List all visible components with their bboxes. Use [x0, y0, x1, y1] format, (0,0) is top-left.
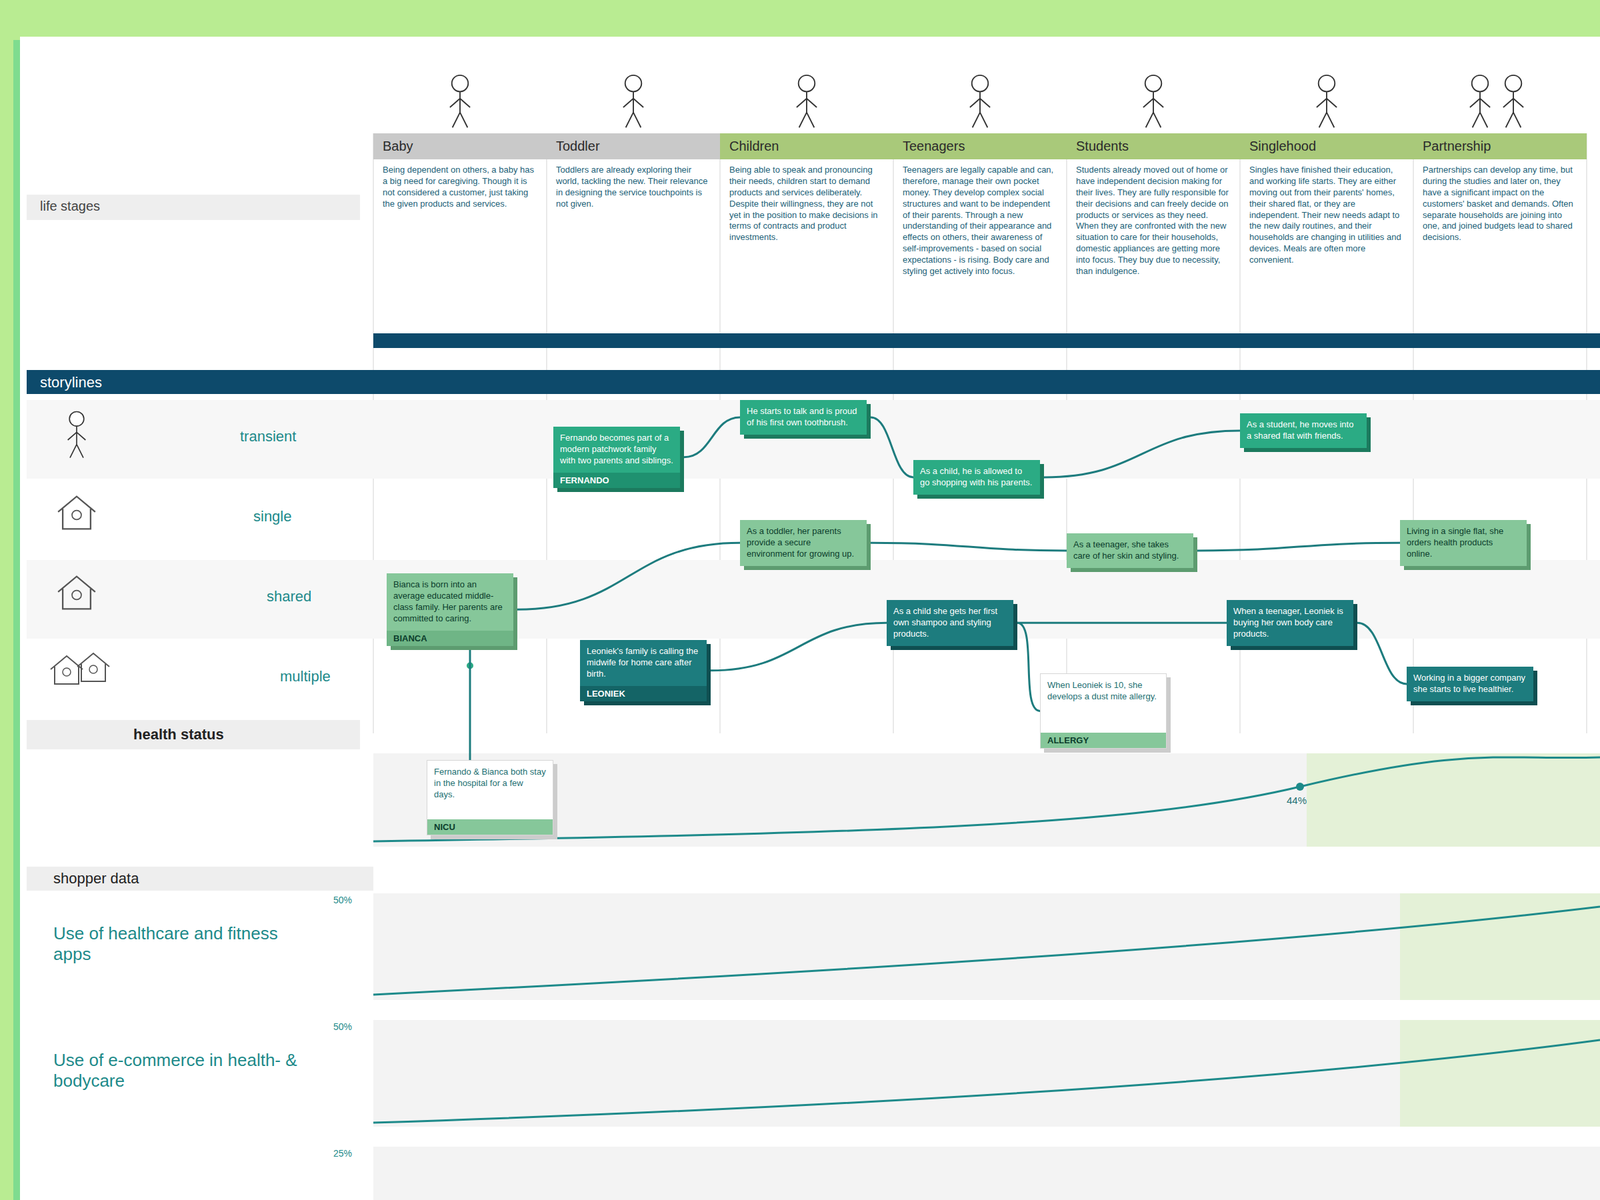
story-text: When Leoniek is 10, she develops a dust …	[1040, 674, 1166, 733]
label: health status	[133, 726, 224, 744]
chart-highlight	[1400, 1020, 1600, 1127]
stage-description: Students already moved out of home or ha…	[1066, 159, 1240, 283]
storyline-connector	[710, 622, 887, 671]
label: Use of e-commerce in health- & bodycare	[53, 1050, 320, 1092]
story-text: He starts to talk and is proud of his fi…	[740, 400, 867, 435]
story-text: Living in a single flat, she orders heal…	[1400, 520, 1527, 566]
chart-panel	[373, 1020, 1600, 1127]
label: single	[253, 508, 292, 526]
story-box: Fernando & Bianca both stay in the hospi…	[426, 760, 554, 836]
story-text: Leoniek's family is calling the midwife …	[580, 640, 707, 686]
story-box: As a child she gets her first own shampo…	[886, 600, 1014, 646]
story-box: As a teenager, she takes care of her ski…	[1066, 533, 1194, 568]
health-panel	[373, 753, 1600, 847]
data-point	[1296, 782, 1304, 791]
navy-band	[373, 333, 1600, 348]
story-box: As a child, he is allowed to go shopping…	[913, 460, 1040, 495]
storyline-connector	[1044, 430, 1240, 478]
story-box: Working in a bigger company she starts t…	[1406, 666, 1534, 702]
stage-description: Toddlers are already exploring their wor…	[546, 159, 720, 216]
storyline-connector	[870, 417, 914, 478]
stage-description: Being dependent on others, a baby has a …	[373, 159, 547, 216]
ecommerce-curve	[373, 1040, 1600, 1123]
stage-header: Children	[720, 133, 894, 160]
health-status-bar	[26, 720, 360, 750]
row-band	[26, 400, 1600, 479]
story-text: As a child, he is allowed to go shopping…	[913, 460, 1040, 495]
story-box: Bianca is born into an average educated …	[386, 573, 514, 646]
story-box: As a student, he moves into a shared fla…	[1240, 413, 1367, 448]
life-stage: SinglehoodSingles have finished their ed…	[1240, 133, 1414, 272]
label: 50%	[333, 1021, 352, 1032]
stage-header: Baby	[373, 133, 547, 160]
life-stage: BabyBeing dependent on others, a baby ha…	[373, 133, 547, 216]
row-band	[26, 560, 1600, 639]
storyline-connector	[1017, 622, 1227, 624]
story-box: Leoniek's family is calling the midwife …	[580, 640, 707, 702]
storyline-connector	[469, 646, 472, 760]
shopper-bar	[26, 866, 374, 891]
health-highlight	[1306, 753, 1600, 847]
life-stage-figures	[450, 75, 1524, 128]
storyline-connector	[1017, 622, 1040, 711]
life-stage: TeenagersTeenagers are legally capable a…	[893, 133, 1067, 283]
storyline-connector	[684, 417, 740, 458]
story-box: When a teenager, Leoniek is buying her o…	[1226, 600, 1354, 646]
label: life stages	[40, 198, 100, 214]
story-name: LEONIEK	[580, 686, 707, 702]
story-box: Living in a single flat, she orders heal…	[1400, 520, 1527, 566]
stage-header: Students	[1066, 133, 1240, 160]
story-name: FERNANDO	[553, 472, 680, 488]
label: 25%	[333, 1148, 352, 1159]
storyline-connector	[870, 542, 1067, 551]
stage-description: Teenagers are legally capable and can, t…	[893, 159, 1067, 283]
storyline-connector	[1197, 542, 1400, 551]
story-name: NICU	[427, 819, 553, 835]
label: shopper data	[53, 870, 139, 888]
life-stages-bar	[26, 194, 360, 220]
storylines-band	[26, 370, 1600, 394]
story-text: As a student, he moves into a shared fla…	[1240, 413, 1367, 448]
label: 50%	[333, 894, 352, 906]
health-curve	[373, 757, 1600, 842]
label: transient	[240, 428, 296, 446]
stage-header: Singlehood	[1240, 133, 1414, 160]
story-name: BIANCA	[386, 630, 514, 646]
life-stage: PartnershipPartnerships can develop any …	[1413, 133, 1587, 249]
story-box: When Leoniek is 10, she develops a dust …	[1040, 673, 1167, 749]
story-text: When a teenager, Leoniek is buying her o…	[1226, 600, 1354, 646]
story-text: Bianca is born into an average educated …	[386, 573, 514, 631]
app-use-curve	[373, 906, 1600, 995]
life-stage: ChildrenBeing able to speak and pronounc…	[720, 133, 894, 249]
stage-header: Toddler	[546, 133, 720, 160]
stage-description: Being able to speak and pronouncing thei…	[720, 159, 894, 249]
label: Use of healthcare and fitness apps	[53, 923, 320, 965]
stage-header: Partnership	[1413, 133, 1587, 160]
story-text: As a teenager, she takes care of her ski…	[1066, 533, 1194, 568]
label: storylines	[40, 374, 102, 392]
stage-header: Teenagers	[893, 133, 1067, 160]
label: 44%	[1286, 794, 1307, 806]
label: multiple	[280, 668, 331, 686]
story-box: As a toddler, her parents provide a secu…	[740, 520, 867, 566]
storyline-connector	[517, 542, 740, 610]
storyline-icons	[50, 412, 110, 685]
storyline-connector	[1357, 622, 1407, 684]
story-text: As a toddler, her parents provide a secu…	[740, 520, 867, 566]
story-box: Fernando becomes part of a modern patchw…	[553, 426, 680, 488]
story-text: Working in a bigger company she starts t…	[1406, 666, 1534, 702]
chart-panel	[373, 1146, 1600, 1200]
life-stage: ToddlerToddlers are already exploring th…	[546, 133, 720, 216]
stage-description: Singles have finished their education, a…	[1240, 159, 1414, 272]
sheet	[20, 36, 1600, 1200]
stage-description: Partnerships can develop any time, but d…	[1413, 159, 1587, 249]
story-text: Fernando becomes part of a modern patchw…	[553, 426, 680, 473]
label: shared	[266, 588, 312, 606]
story-box: He starts to talk and is proud of his fi…	[740, 400, 867, 435]
life-stage: StudentsStudents already moved out of ho…	[1066, 133, 1240, 283]
story-text: Fernando & Bianca both stay in the hospi…	[427, 760, 553, 820]
chart-panel	[373, 893, 1600, 1000]
story-text: As a child she gets her first own shampo…	[886, 600, 1014, 646]
story-name: ALLERGY	[1040, 732, 1166, 748]
